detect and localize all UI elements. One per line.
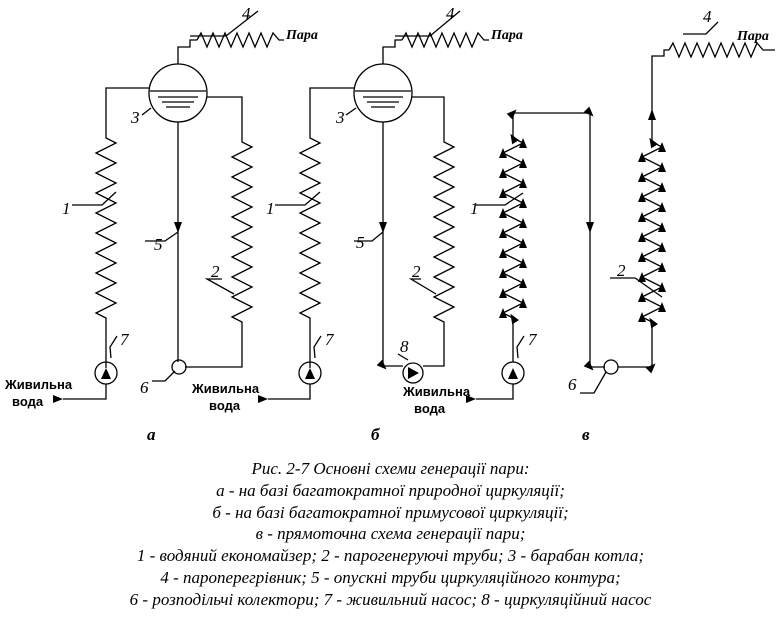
caption-legend-2: 4 - пароперегрівник; 5 - опускні труби ц… xyxy=(160,567,621,587)
circulation-pump-b xyxy=(402,362,424,384)
diagram-a xyxy=(63,10,284,400)
label-collector-c: 6 xyxy=(568,375,577,394)
feed-water-label-b-1: Живильна xyxy=(402,384,471,399)
scheme-letter-b: б xyxy=(371,425,381,444)
scheme-letter-a: а xyxy=(147,425,156,444)
label-pump-c: 7 xyxy=(528,330,538,349)
caption-legend-3: 6 - розподільчі колектори; 7 - живильний… xyxy=(129,589,652,609)
figure-caption: Рис. 2-7 Основні схеми генерації пари: а… xyxy=(0,458,781,611)
steam-label-c: Пара xyxy=(736,29,769,44)
label-economizer-b: 1 xyxy=(266,199,275,218)
label-pump-b: 7 xyxy=(325,330,335,349)
caption-legend-1: 1 - водяний економайзер; 2 - парогенерую… xyxy=(136,546,645,566)
label-superheater-c: 4 xyxy=(703,7,712,26)
caption-line-a: а - на базі багатократної природної цирк… xyxy=(216,480,565,500)
steam-generating-c xyxy=(618,60,666,374)
feed-water-label-a-3: Живильна xyxy=(191,381,260,396)
economizer-b xyxy=(298,87,354,368)
label-steam-generating-c: 2 xyxy=(617,261,626,280)
drum-b xyxy=(353,63,413,123)
collector-a xyxy=(171,359,187,375)
feed-water-label-a-1: Живильна xyxy=(4,377,73,392)
caption-title: Рис. 2-7 Основні схеми генерації пари: xyxy=(251,459,530,478)
superheater-a xyxy=(196,31,284,49)
label-collector-a: 6 xyxy=(140,378,149,397)
steam-label-b: Пара xyxy=(490,28,523,43)
evaporator-b xyxy=(412,96,456,367)
label-superheater-b: 4 xyxy=(446,4,455,23)
evaporator-a xyxy=(185,96,254,368)
label-downcomer-a: 5 xyxy=(154,235,163,254)
label-pump-a: 7 xyxy=(120,330,130,349)
diagram-c xyxy=(476,21,775,400)
label-downcomer-b: 5 xyxy=(356,233,365,252)
collector-c xyxy=(603,359,619,375)
feed-water-label-a-2: вода xyxy=(12,394,44,409)
downcomer-b xyxy=(376,122,403,370)
label-economizer-a: 1 xyxy=(62,199,71,218)
superheater-b xyxy=(401,31,489,49)
drum-a xyxy=(148,63,208,123)
label-drum-a: 3 xyxy=(130,108,140,127)
label-superheater-a: 4 xyxy=(242,4,251,23)
scheme-letter-c: в xyxy=(582,425,590,444)
diagram-b xyxy=(268,10,489,400)
steam-outlet-a xyxy=(177,39,197,64)
caption-line-c: в - прямоточна схема генерації пари; xyxy=(255,524,526,544)
label-economizer-c: 1 xyxy=(470,199,479,218)
label-evaporator-a: 2 xyxy=(211,262,220,281)
steam-label-a: Пара xyxy=(285,28,318,43)
feed-water-label-b-2: вода xyxy=(414,401,446,416)
label-evaporator-b: 2 xyxy=(412,262,421,281)
label-circulation-pump-b: 8 xyxy=(400,337,409,356)
label-drum-b: 3 xyxy=(335,108,345,127)
economizer-c xyxy=(499,106,605,371)
economizer-a xyxy=(94,87,149,368)
caption-line-b: б - на базі багатократної примусової цир… xyxy=(212,502,569,522)
feed-water-label-a-4: вода xyxy=(209,398,241,413)
superheater-c xyxy=(668,41,775,59)
